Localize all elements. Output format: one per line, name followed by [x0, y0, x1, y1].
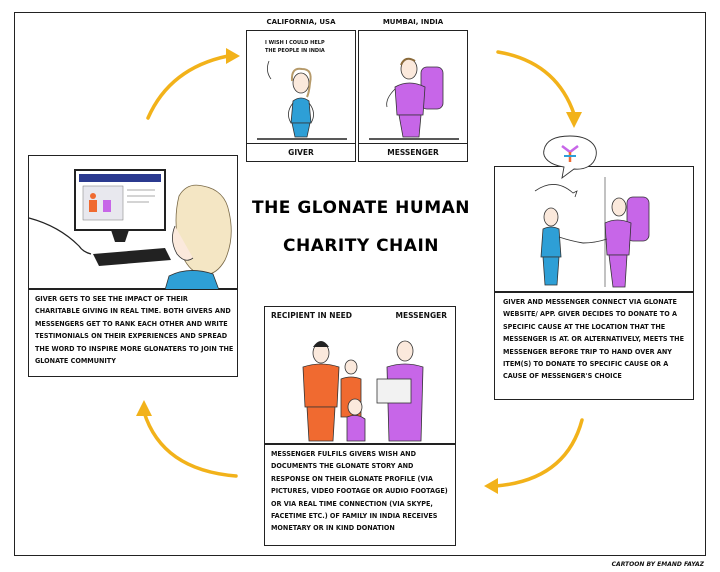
giver-panel: I wish I could help the people in India [246, 30, 356, 162]
connect-caption-box: Giver and Messenger connect via Glonate … [494, 292, 694, 400]
fulfil-caption-box: Messenger fulfils Givers wish and docume… [264, 444, 456, 546]
arrow-bottom-right [494, 418, 584, 488]
connect-caption: Giver and Messenger connect via Glonate … [503, 297, 685, 381]
messenger-label: Messenger [387, 148, 439, 157]
diagram-title-line1: The Glonate Human [251, 198, 470, 218]
computer-illustration [28, 169, 232, 291]
outer-frame [14, 12, 706, 556]
cartoon-credit: Cartoon by Emand Fayaz [611, 561, 704, 568]
diagram-title-line2: Charity Chain [282, 236, 439, 256]
messenger-panel [358, 30, 468, 162]
arrowhead-bottom-left [136, 400, 152, 416]
family-illustration [302, 340, 424, 442]
giver-label-box: Giver [246, 143, 356, 162]
messenger-location: Mumbai, India [382, 18, 444, 26]
giver-label: Giver [288, 148, 314, 157]
messenger-bottom-label: Messenger [395, 311, 447, 320]
recipient-label: Recipient in need [271, 311, 353, 320]
arrowhead-top-right [566, 112, 582, 128]
giver-speech: I wish I could help the people in India [265, 40, 325, 54]
messenger-label-box: Messenger [358, 143, 468, 162]
giver-illustration [257, 60, 347, 140]
arrow-top-right [496, 50, 576, 116]
handshake-illustration [534, 177, 650, 288]
fulfil-caption: Messenger fulfils Givers wish and docume… [271, 449, 448, 533]
fulfil-panel: Recipient in need Messenger [264, 306, 456, 444]
connect-panel [494, 166, 694, 292]
arrow-bottom-left [142, 410, 238, 478]
impact-caption: Giver gets to see the impact of their ch… [35, 294, 234, 366]
arrow-top-left [146, 54, 230, 120]
messenger-illustration [369, 57, 459, 140]
impact-caption-box: Giver gets to see the impact of their ch… [28, 289, 238, 377]
arrowhead-bottom-right [484, 478, 498, 494]
giver-location: California, USA [266, 18, 336, 26]
logo-speech-bubble [543, 135, 597, 180]
impact-panel [28, 155, 238, 291]
arrowhead-top-left [226, 48, 240, 64]
